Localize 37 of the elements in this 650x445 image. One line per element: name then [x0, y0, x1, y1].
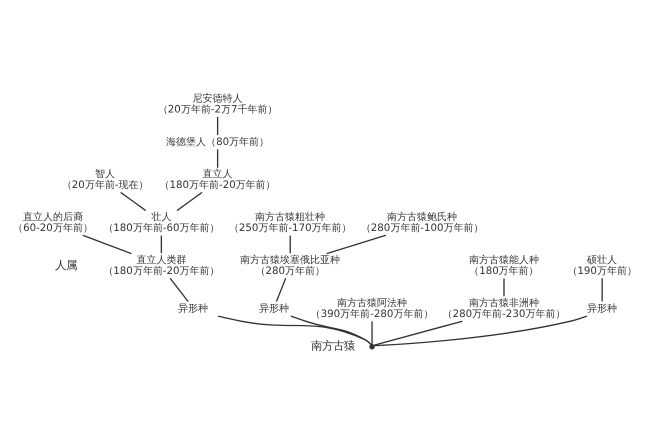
node-text: 异形种 — [178, 302, 208, 314]
node-text: 直立人 （180万年前-20万年前） — [160, 168, 276, 191]
connector — [374, 314, 588, 346]
node-text: 南方古猿鲍氏种 （280万年前-100万年前） — [360, 211, 484, 234]
connector — [276, 278, 286, 302]
node-text: 直立人的后裔 （60-20万年前） — [13, 211, 93, 234]
connector — [82, 234, 132, 254]
connector — [503, 278, 505, 296]
connector — [160, 235, 162, 253]
node-text: 尼安德特人 （20万年前-2万7千年前） — [158, 92, 278, 116]
connector — [371, 320, 373, 344]
connector — [176, 191, 202, 211]
node-text: 智人 （20万年前-现在） — [62, 168, 148, 191]
node-text: 南方古猿阿法种 （390万年前-280万年前） — [310, 297, 434, 320]
connector — [290, 315, 372, 345]
node-text: 海德堡人（80万年前） — [166, 136, 270, 148]
connector — [326, 234, 386, 254]
connector — [216, 148, 218, 168]
node-text: 南方古猿能人种 （180万年前） — [468, 254, 539, 277]
connector — [170, 277, 189, 302]
connector — [290, 235, 291, 253]
connector — [602, 278, 603, 301]
connector — [120, 191, 146, 211]
node-text: 直立人类群 （180万年前-20万年前） — [103, 254, 220, 277]
node-text: 壮人 （180万年前-60万年前） — [103, 211, 220, 234]
node-text: 南方古猿非洲种 （280万年前-230万年前） — [442, 297, 566, 320]
label: 人属 — [55, 258, 78, 272]
node-text: 异形种 — [587, 302, 618, 314]
node-text: 异形种 — [258, 302, 289, 314]
connector — [218, 315, 372, 345]
node-text: 南方古猿埃塞俄比亚种 （280万年前） — [240, 254, 340, 277]
connector — [216, 116, 218, 134]
node-point — [369, 344, 375, 349]
label: 南方古猿 — [311, 339, 356, 352]
connector — [374, 320, 463, 346]
node-text: 南方古猿粗壮种 （250万年前-170万年前） — [228, 211, 352, 234]
node-text: 硕壮人 （190万年前） — [567, 254, 637, 277]
